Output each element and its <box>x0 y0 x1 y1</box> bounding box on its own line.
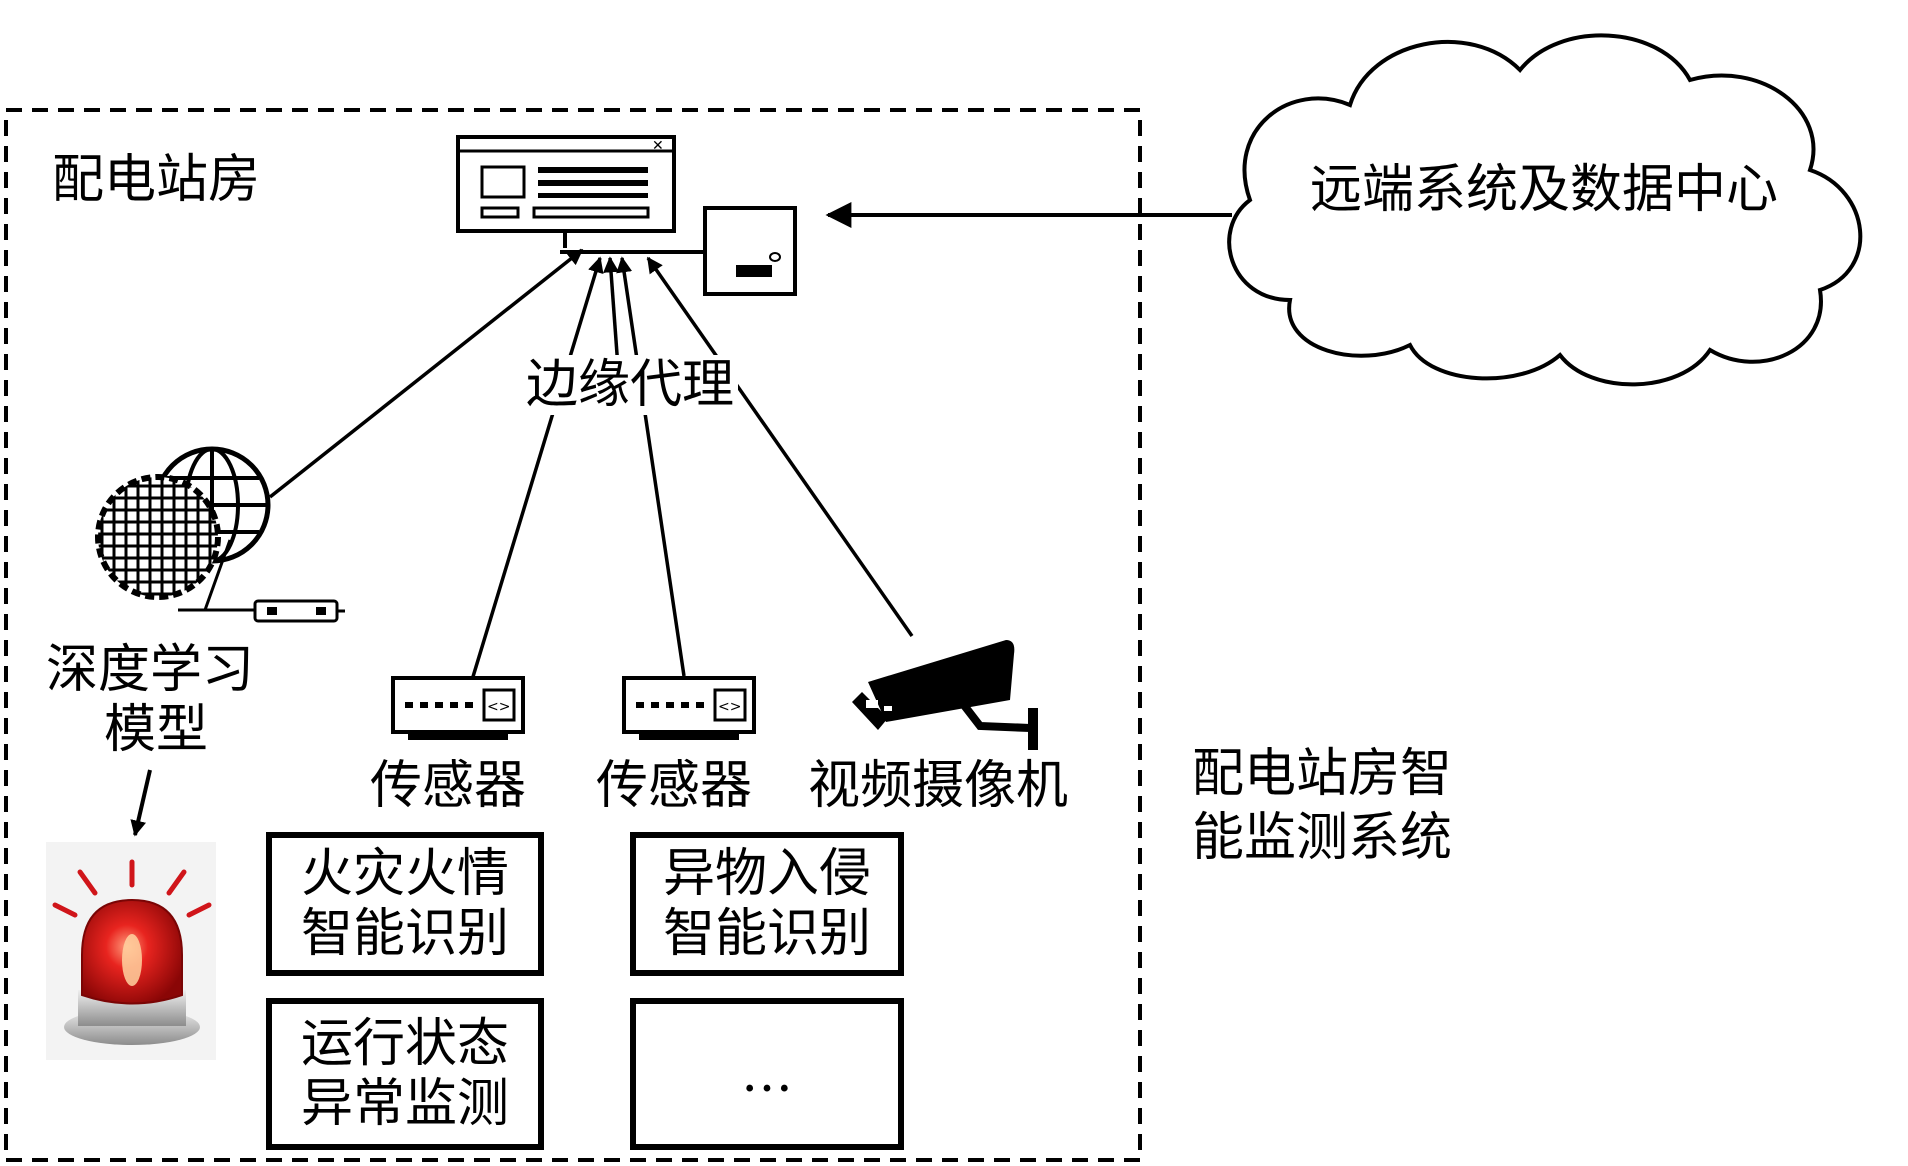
cloud-shape <box>1227 33 1863 387</box>
sensor-device-icon-2: <> <box>622 676 756 740</box>
camera-label: 视频摄像机 <box>808 756 1069 816</box>
function-box-status-line2: 异常监测 <box>300 1074 509 1134</box>
function-box-fire-line2: 智能识别 <box>300 904 509 964</box>
edge-agent-label: 边缘代理 <box>522 355 739 415</box>
globe-icon <box>95 446 345 623</box>
sensor1-label: 传感器 <box>370 756 527 816</box>
function-box-more: … <box>632 1000 902 1148</box>
function-box-more-line1: … <box>741 1044 793 1104</box>
red-alarm-light-icon <box>46 842 216 1060</box>
function-box-intrusion: 异物入侵 智能识别 <box>632 834 902 974</box>
server-icon: ✕ <box>456 135 705 254</box>
globe-to-server-line <box>268 248 584 499</box>
sensor2-to-server-arrow <box>616 256 686 677</box>
svg-text:<>: <> <box>487 699 510 715</box>
model-to-alarm-arrow <box>130 769 152 837</box>
station-label: 配电站房 <box>52 150 261 210</box>
sensor1-to-server-arrow <box>470 256 604 681</box>
deep-learning-label-line2: 模型 <box>104 700 209 760</box>
cloud-label: 远端系统及数据中心 <box>1310 160 1779 220</box>
svg-text:<>: <> <box>718 699 741 715</box>
sensor2-label: 传感器 <box>596 756 753 816</box>
function-box-intrusion-line2: 智能识别 <box>662 904 871 964</box>
deep-learning-label-line1: 深度学习 <box>46 640 255 700</box>
router-icon <box>703 206 797 296</box>
svg-text:✕: ✕ <box>652 138 664 154</box>
system-label-line2: 能监测系统 <box>1192 808 1453 868</box>
function-box-status: 运行状态 异常监测 <box>268 1000 542 1148</box>
sensor-device-icon-1: <> <box>391 676 525 740</box>
function-box-fire: 火灾火情 智能识别 <box>268 834 542 974</box>
cctv-camera-icon <box>852 640 1038 750</box>
system-label-line1: 配电站房智 <box>1192 744 1453 804</box>
function-box-status-line1: 运行状态 <box>300 1014 509 1074</box>
function-box-intrusion-line1: 异物入侵 <box>662 844 871 904</box>
function-box-fire-line1: 火灾火情 <box>300 844 509 904</box>
camera-to-server-arrow <box>646 256 914 638</box>
